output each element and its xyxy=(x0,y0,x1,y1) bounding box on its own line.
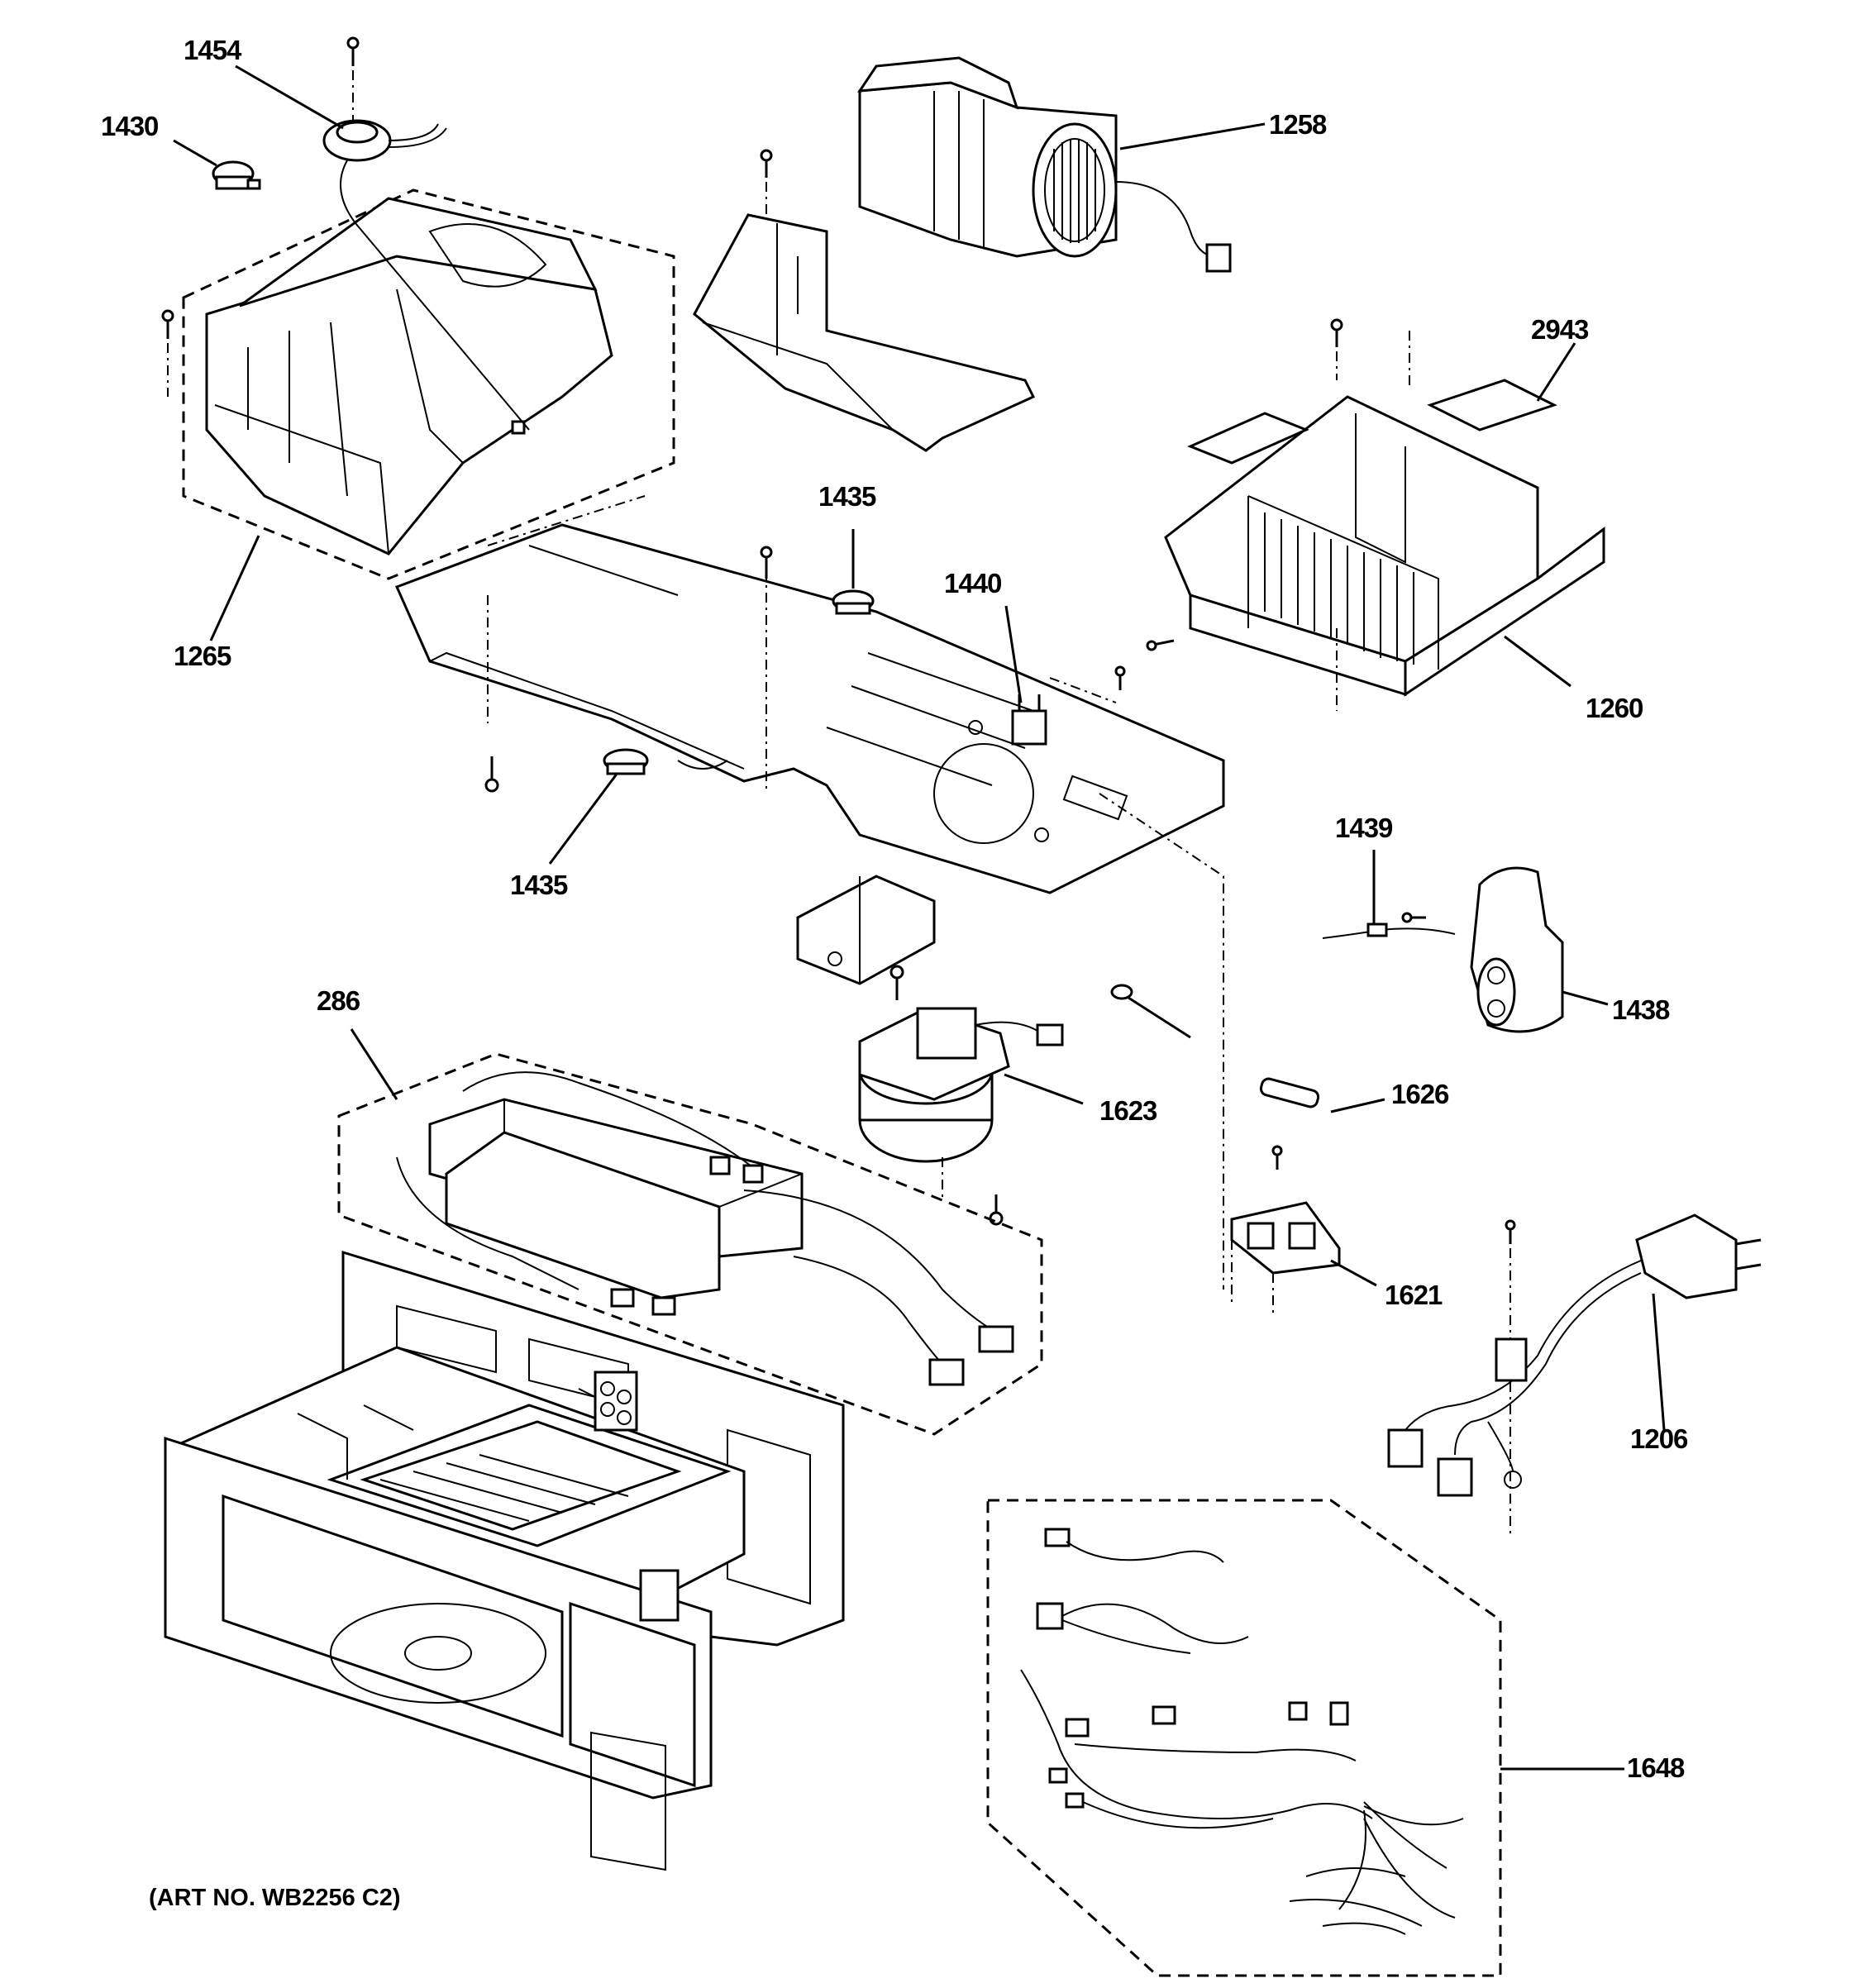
thermostat-1430 xyxy=(212,160,261,190)
power-cord-1206 xyxy=(1387,1213,1762,1537)
callout-1260: 1260 xyxy=(1586,693,1643,723)
callout-1206: 1206 xyxy=(1630,1423,1688,1454)
relay-1440 xyxy=(1011,694,1047,746)
callout-1648: 1648 xyxy=(1627,1752,1685,1783)
callout-1435-top: 1435 xyxy=(818,481,876,512)
blower-1258 xyxy=(857,56,1232,273)
thermostat-1435-bottom xyxy=(603,748,649,775)
pin-part xyxy=(1110,984,1191,1039)
switch-bracket-1621 xyxy=(1230,1145,1341,1314)
callout-1439: 1439 xyxy=(1335,813,1393,843)
capacitor-assembly-286 xyxy=(337,1052,1043,1436)
base-plate xyxy=(394,523,1225,894)
callout-2943: 2943 xyxy=(1531,314,1589,345)
callout-1438: 1438 xyxy=(1612,994,1670,1025)
art-number-caption: (ART NO. WB2256 C2) xyxy=(149,1885,401,1911)
leader-lines xyxy=(173,64,1666,1771)
thermostat-1435-top xyxy=(832,589,875,615)
mounting-plate-2943 xyxy=(1187,379,1557,465)
turntable-motor-1623 xyxy=(858,965,1064,1226)
screw-icon xyxy=(484,756,499,793)
wire-harness-1648 xyxy=(986,1499,1502,1977)
callout-1454: 1454 xyxy=(184,35,241,65)
electronics-box-1260 xyxy=(1164,318,1605,711)
screw-icon xyxy=(1146,639,1175,651)
callout-286: 286 xyxy=(317,985,360,1016)
air-guide-assembly-1265 xyxy=(182,188,675,580)
callout-1623: 1623 xyxy=(1099,1095,1157,1126)
assembly-guides xyxy=(487,495,1224,1290)
mounting-bracket xyxy=(693,149,1036,452)
fan-motor-1454 xyxy=(322,36,530,431)
callout-1440: 1440 xyxy=(944,568,1002,598)
wire-1439 xyxy=(1322,912,1456,939)
microwave-cavity xyxy=(164,1250,845,1871)
screw-icon xyxy=(161,309,174,397)
callout-1626: 1626 xyxy=(1391,1079,1449,1109)
callout-1430: 1430 xyxy=(101,111,159,141)
callout-1265: 1265 xyxy=(174,641,231,671)
lamp-socket-1438 xyxy=(1470,866,1564,1033)
support-bracket xyxy=(796,875,936,985)
fuse-1626 xyxy=(1259,1077,1320,1108)
callout-1258: 1258 xyxy=(1269,109,1327,140)
callout-1621: 1621 xyxy=(1385,1280,1443,1310)
callout-1435-bottom: 1435 xyxy=(510,870,568,900)
